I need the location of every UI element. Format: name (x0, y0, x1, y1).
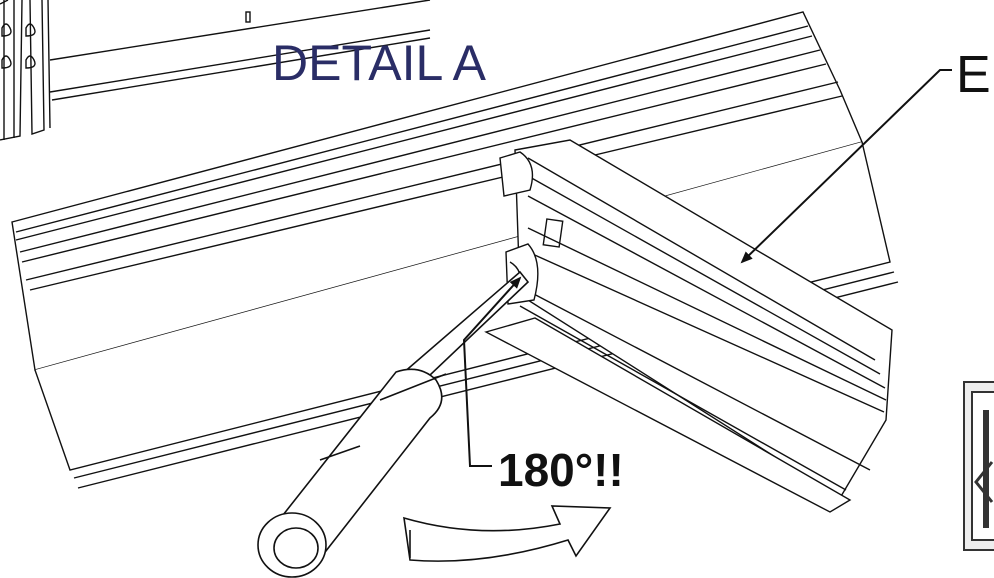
rotation-note: 180°!! (498, 444, 624, 496)
rotation-arrow (403, 505, 612, 562)
detail-title: DETAIL A (272, 35, 487, 91)
leader-line-e (740, 69, 952, 264)
upper-shelf-fragment (0, 0, 431, 141)
leader-line-180 (462, 276, 522, 467)
next-step-panel (963, 381, 994, 551)
part-label-e: E (956, 46, 991, 104)
screwdriver (257, 270, 530, 578)
